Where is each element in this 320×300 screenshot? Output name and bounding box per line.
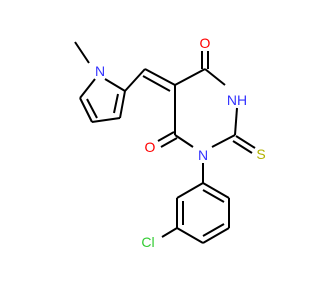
bond-ph-c4-c5: [202, 227, 230, 244]
structure-canvas: N O NH S O N Cl: [74, 35, 266, 250]
bond-c6-o-left-double: [160, 137, 178, 148]
bond-ph-cl: [161, 227, 178, 238]
atom-o-left: O: [145, 139, 156, 155]
bond-c4-n3: [204, 68, 226, 86]
atom-o-top: O: [200, 35, 211, 51]
bond-c2-s: [235, 135, 256, 149]
bond-pyrrole-c2-c3-double: [86, 98, 98, 119]
bond-ph-c6-c1-inner: [202, 189, 225, 203]
bond-ph-c6-c1: [202, 182, 230, 199]
bond-ph-c1-c2: [176, 182, 204, 199]
atom-cl: Cl: [141, 234, 154, 250]
bond-c5-vinyl: [124, 68, 146, 92]
bond-c2-n1: [211, 134, 236, 148]
atom-labels: N O NH S O N Cl: [95, 35, 266, 250]
bond-pyrrole-c4-c5-double: [113, 93, 119, 114]
bond-pyrrole-c2-c3: [79, 97, 93, 123]
atom-n-ring: N: [198, 147, 208, 163]
bond-ph-c4-c5-inner: [202, 223, 225, 237]
bond-c5-c4: [174, 68, 206, 86]
bond-n3-c2: [234, 107, 238, 136]
bond-methyl-n: [74, 41, 90, 64]
bond-pyrrole-c4-c5: [119, 90, 126, 119]
bonds: [74, 41, 256, 244]
atom-s: S: [256, 146, 265, 162]
bond-pyrrole-c3-c4: [91, 117, 121, 123]
atom-nh: NH: [227, 92, 247, 108]
molecule-diagram: N O NH S O N Cl: [74, 35, 266, 250]
atom-n-pyrrole: N: [95, 63, 105, 79]
bond-n1-c6: [174, 134, 194, 148]
bond-pyrrole-c5-n: [104, 78, 126, 92]
bond-c2-s-double: [232, 140, 253, 154]
bond-c6-o-left: [157, 131, 175, 142]
bond-vinyl-exocyclic: [144, 68, 176, 86]
bond-pyrrole-n-c2: [79, 78, 96, 99]
bond-vinyl-exocyclic-double: [142, 75, 171, 92]
bond-ph-c3-c4: [176, 227, 204, 244]
